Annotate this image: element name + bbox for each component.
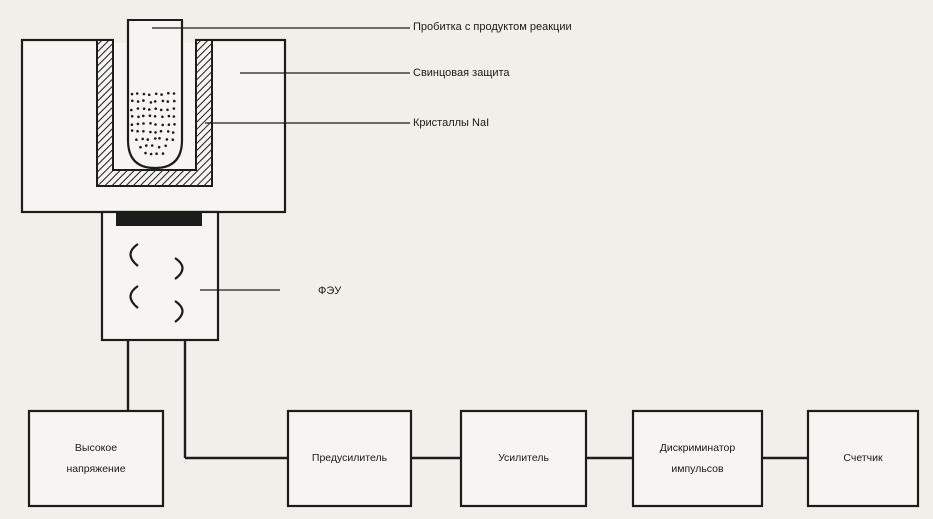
counter-box xyxy=(806,409,920,508)
crystal-dot xyxy=(142,114,145,118)
crystal-dot xyxy=(149,101,153,104)
crystal-dot xyxy=(130,108,133,112)
crystal-dot xyxy=(139,145,142,149)
crystal-dot xyxy=(130,115,134,118)
preamplifier-box xyxy=(286,409,413,508)
crystal-dot xyxy=(172,92,176,95)
crystal-dot xyxy=(167,114,171,118)
crystal-dot xyxy=(157,145,161,149)
crystal-dot xyxy=(149,122,152,125)
crystal-dot xyxy=(137,115,140,119)
crystal-dot xyxy=(142,99,145,102)
crystal-dot xyxy=(135,92,139,95)
nai-crystals xyxy=(130,91,176,156)
crystal-dot xyxy=(146,138,150,141)
crystal-dot xyxy=(142,107,146,110)
crystal-dot xyxy=(154,131,157,134)
crystal-dot xyxy=(148,108,151,111)
crystal-dot xyxy=(141,137,144,141)
connection-wires xyxy=(126,340,808,460)
crystal-dot xyxy=(154,92,158,96)
crystal-dot xyxy=(167,91,170,95)
crystal-dot xyxy=(166,108,169,112)
crystal-dot xyxy=(164,144,167,148)
high-voltage-line1: Высокое xyxy=(74,441,118,454)
crystal-dot xyxy=(154,137,157,140)
crystal-dot xyxy=(153,115,157,118)
crystal-dot xyxy=(165,138,169,141)
label-shield: Свинцовая защита xyxy=(413,67,510,79)
crystal-dot xyxy=(130,123,134,126)
counter-text: Счетчик xyxy=(843,452,883,464)
crystal-dot xyxy=(131,99,134,103)
crystal-dot xyxy=(144,151,147,155)
preamplifier-label: Предусилитель xyxy=(288,411,411,506)
crystal-dot xyxy=(161,152,165,155)
high-voltage-line2: напряжение xyxy=(66,462,126,475)
crystal-dot xyxy=(153,100,157,103)
crystal-dot xyxy=(142,130,145,133)
crystal-dot xyxy=(149,130,152,134)
amplifier-box xyxy=(459,409,588,508)
crystal-dot xyxy=(136,129,139,133)
crystal-dot xyxy=(142,122,145,125)
crystal-dot xyxy=(147,93,151,97)
crystal-dot xyxy=(145,144,148,147)
crystal-dot xyxy=(167,123,171,126)
crystal-dot xyxy=(172,115,176,118)
crystal-dot xyxy=(136,107,140,110)
high-voltage-box xyxy=(27,409,165,508)
crystal-dot xyxy=(166,100,170,103)
crystal-dot xyxy=(155,152,158,155)
crystal-dot xyxy=(166,130,170,133)
crystal-dot xyxy=(158,137,161,140)
high-voltage-label: Высокое напряжение xyxy=(29,411,163,506)
pmt-window xyxy=(116,213,202,226)
crystal-dot xyxy=(130,92,134,96)
label-crystals: Кристаллы NaI xyxy=(413,117,490,129)
dynode-arcs xyxy=(129,243,184,323)
crystal-dot xyxy=(154,107,157,110)
crystal-dot xyxy=(154,123,157,126)
discriminator-line1: Дискриминатор xyxy=(659,441,736,454)
crystal-dot xyxy=(136,122,140,126)
crystal-dot xyxy=(161,123,164,127)
label-vial: Пробитка с продуктом реакции xyxy=(413,21,572,33)
amplifier-label: Усилитель xyxy=(461,411,586,506)
crystal-dot xyxy=(159,129,163,133)
pmt-box xyxy=(100,210,220,342)
crystal-dot xyxy=(136,100,140,103)
crystal-dot xyxy=(160,93,163,96)
amplifier-text: Усилитель xyxy=(498,452,549,464)
crystal-dot xyxy=(161,115,164,119)
crystal-dot xyxy=(172,107,176,110)
discriminator-label: Дискриминатор импульсов xyxy=(633,411,762,506)
crystal-dot xyxy=(150,144,154,147)
preamplifier-text: Предусилитель xyxy=(311,452,388,464)
discriminator-box xyxy=(631,409,764,508)
crystal-dot xyxy=(161,99,165,103)
crystal-dot xyxy=(142,92,146,96)
crystal-dot xyxy=(159,108,163,112)
crystal-dot xyxy=(171,131,175,134)
counter-label: Счетчик xyxy=(808,411,918,506)
crystal-dot xyxy=(171,138,175,141)
crystal-dot xyxy=(173,123,176,126)
discriminator-line2: импульсов xyxy=(671,462,724,475)
label-pmt: ФЭУ xyxy=(318,285,342,297)
shield-hatched-wall xyxy=(96,39,213,187)
crystal-dot xyxy=(135,138,138,141)
crystal-dot xyxy=(173,99,176,103)
crystal-dot xyxy=(149,152,153,156)
crystal-dot xyxy=(130,129,134,132)
crystal-dot xyxy=(148,114,152,117)
